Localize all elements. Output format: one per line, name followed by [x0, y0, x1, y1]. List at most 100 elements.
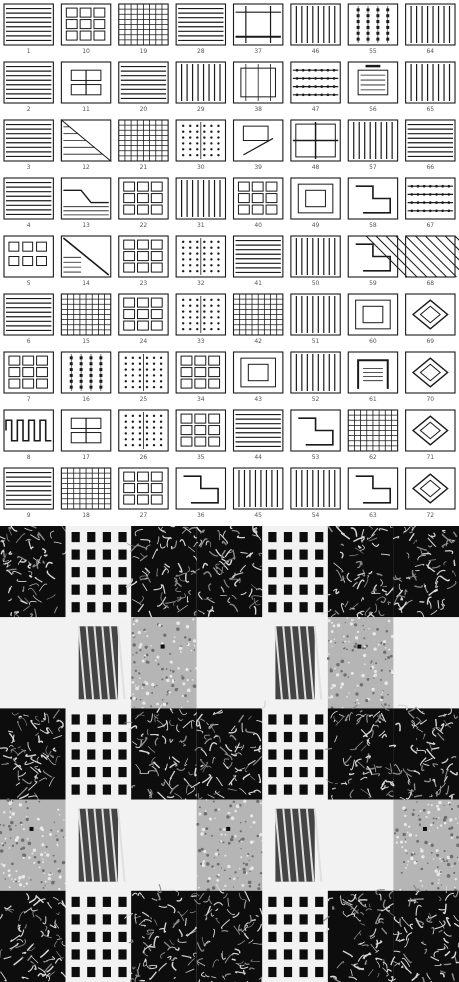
tile-caption: 16 [82, 396, 90, 403]
tile-caption: 72 [426, 512, 434, 519]
pattern-tile: 46 [291, 4, 340, 55]
pattern-tile: 39 [234, 120, 283, 171]
tile-caption: 44 [254, 454, 262, 461]
pattern-tile: 29 [176, 62, 225, 113]
collage-cell-tex [0, 526, 68, 618]
pattern-tile: 41 [234, 236, 283, 287]
tile-caption: 7 [27, 396, 31, 403]
pattern-tile: 24 [119, 294, 168, 345]
pattern-tile: 23 [119, 236, 168, 287]
pattern-tile: 26 [119, 410, 168, 461]
pattern-tile: 33 [176, 294, 225, 345]
collage-cell-dots [66, 891, 132, 982]
pattern-tile: 47 [291, 62, 340, 113]
pattern-tile: 17 [61, 410, 110, 461]
pattern-tile: 59 [348, 236, 397, 287]
tile-caption: 69 [426, 338, 434, 345]
tile-caption: 20 [140, 106, 148, 113]
pattern-tile: 42 [234, 294, 283, 345]
tile-caption: 59 [369, 280, 377, 287]
tile-caption: 48 [312, 164, 320, 171]
pattern-tile: 30 [176, 120, 225, 171]
collage-cell-tex [388, 885, 459, 982]
pattern-tile: 52 [291, 352, 340, 403]
pattern-tile: 55 [348, 4, 397, 55]
tile-caption: 39 [254, 164, 262, 171]
tile-caption: 19 [140, 48, 148, 55]
pattern-tile: 2 [4, 62, 53, 113]
collage-cell-white [393, 617, 459, 708]
collage-cell-stripe [66, 617, 132, 708]
collage-cell-tex [0, 891, 69, 982]
tile-caption: 46 [312, 48, 320, 55]
pattern-tile: 12 [61, 120, 110, 171]
pattern-tile: 28 [176, 4, 225, 55]
pattern-tile: 31 [176, 178, 225, 229]
pattern-tile: 15 [61, 294, 110, 345]
collage-cell-tex [191, 526, 269, 617]
pattern-tile: 4 [4, 178, 53, 229]
tile-caption: 12 [82, 164, 90, 171]
tile-caption: 35 [197, 454, 205, 461]
pattern-tile: 57 [348, 120, 397, 171]
tile-caption: 15 [82, 338, 90, 345]
tile-caption: 60 [369, 338, 377, 345]
collage-cell-tex [325, 704, 396, 800]
tile-caption: 68 [426, 280, 434, 287]
pattern-tile: 64 [406, 4, 455, 55]
pattern-tile: 72 [406, 468, 455, 519]
tile-caption: 31 [197, 222, 205, 229]
tile-caption: 65 [426, 106, 434, 113]
collage-cell-grey [0, 798, 66, 890]
tile-caption: 22 [140, 222, 148, 229]
pattern-tile: 40 [234, 178, 283, 229]
pattern-tile: 3 [4, 120, 53, 171]
collage-cell-stripe [66, 800, 132, 891]
pattern-tile: 6 [4, 294, 53, 345]
collage-cell-tex [191, 884, 266, 982]
pattern-tile: 13 [61, 178, 110, 229]
pattern-tile: 16 [61, 352, 110, 403]
pattern-tile: 63 [348, 468, 397, 519]
pattern-tile: 49 [291, 178, 340, 229]
tile-caption: 13 [82, 222, 90, 229]
tile-caption: 21 [140, 164, 148, 171]
tile-caption: 63 [369, 512, 377, 519]
tile-caption: 37 [254, 48, 262, 55]
pattern-tile: 65 [406, 62, 455, 113]
collage-cell-tex [126, 526, 203, 619]
pattern-tile: 51 [291, 294, 340, 345]
pattern-tile: 43 [234, 352, 283, 403]
texture-collage [0, 526, 459, 982]
tile-caption: 11 [82, 106, 90, 113]
tile-caption: 4 [27, 222, 31, 229]
tile-caption: 6 [27, 338, 31, 345]
tile-caption: 25 [140, 396, 148, 403]
tile-caption: 9 [27, 512, 31, 519]
tile-caption: 57 [369, 164, 377, 171]
collage-cell-tex [191, 700, 265, 799]
pattern-tile: 10 [61, 4, 110, 55]
pattern-tile: 60 [348, 294, 397, 345]
pattern-tile: 7 [4, 352, 53, 403]
pattern-tile: 67 [406, 178, 455, 229]
tile-caption: 33 [197, 338, 205, 345]
collage-cell-dots [66, 708, 132, 799]
tile-caption: 43 [254, 396, 262, 403]
pattern-tile: 66 [406, 120, 455, 171]
collage-cell-white [328, 800, 394, 891]
pattern-tile: 38 [234, 62, 283, 113]
tile-caption: 3 [27, 164, 31, 171]
pattern-tile: 27 [119, 468, 168, 519]
collage-cell-tex [124, 705, 199, 806]
tile-caption: 32 [197, 280, 205, 287]
tile-caption: 51 [312, 338, 320, 345]
collage-cell-tex [393, 526, 459, 623]
pattern-tile: 36 [176, 468, 225, 519]
tile-caption: 64 [426, 48, 434, 55]
collage-cell-white [131, 800, 197, 891]
collage-cell-dots [262, 526, 328, 617]
pattern-tile: 8 [4, 410, 53, 461]
pattern-tile: 70 [406, 352, 455, 403]
